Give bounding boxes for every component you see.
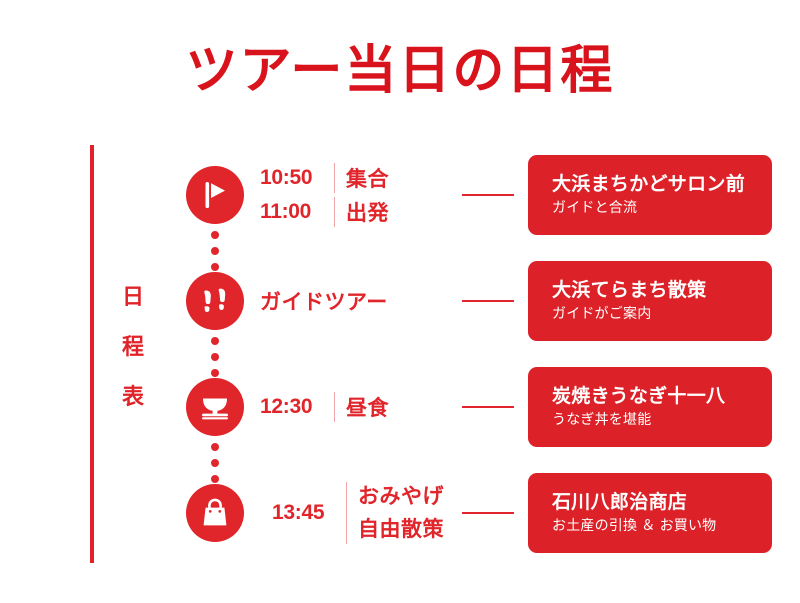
destination-card[interactable]: 大浜てらまち散策 ガイドがご案内 (528, 261, 772, 341)
card-title: 石川八郎治商店 (552, 491, 688, 513)
time-label-divider (334, 163, 335, 193)
dot (211, 475, 219, 483)
card-connector-line (462, 406, 514, 408)
footprints-icon (186, 272, 244, 330)
entry-label: 出発 (346, 202, 389, 225)
time-label-line: 10:50 集合 (260, 161, 456, 195)
entry-label: ガイドツアー (260, 291, 388, 314)
time-label-divider (334, 197, 335, 227)
entry-time: 12:30 (260, 395, 313, 418)
card-title: 炭焼きうなぎ十一八 (552, 385, 726, 407)
timeline-dots-connector (208, 432, 222, 494)
time-label-line: 12:30 昼食 (260, 390, 456, 424)
entry-time: 10:50 (260, 166, 313, 189)
entry-label: おみやげ (358, 485, 444, 508)
dot (211, 337, 219, 345)
timeline-row: 13:45 おみやげ 自由散策 石川八郎治商店 お土産の引換 ＆ お買い物 (186, 470, 772, 556)
time-label-group: 12:30 昼食 (260, 390, 456, 424)
entry-time: 13:45 (272, 501, 325, 524)
dot (211, 263, 219, 271)
card-subtitle: うなぎ丼を堪能 (552, 411, 652, 428)
timeline-dots-connector (208, 326, 222, 388)
time-label-line: ガイドツアー (260, 284, 456, 318)
card-connector-line (462, 512, 514, 514)
page-title: ツアー当日の日程 (185, 43, 615, 100)
timeline-row: ガイドツアー 大浜てらまち散策 ガイドがご案内 (186, 258, 772, 344)
time-label-group: 10:50 集合 11:00 出発 (260, 161, 456, 229)
card-connector-line (462, 194, 514, 196)
rail-label-char-3: 表 (121, 384, 144, 409)
card-subtitle: お土産の引換 ＆ お買い物 (552, 517, 717, 534)
flag-icon (186, 166, 244, 224)
card-connector-line (462, 300, 514, 302)
stacked-label-group: おみやげ 自由散策 (358, 480, 444, 546)
rice-bowl-icon (186, 378, 244, 436)
dot (211, 353, 219, 361)
card-title: 大浜てらまち散策 (552, 279, 707, 301)
entry-time: 11:00 (260, 200, 312, 223)
time-label-line: 11:00 出発 (260, 195, 456, 229)
time-label-divider (346, 482, 347, 544)
entry-label: 昼食 (346, 397, 389, 420)
entry-label: 集合 (346, 168, 389, 191)
timeline-dots-connector (208, 220, 222, 282)
destination-card[interactable]: 大浜まちかどサロン前 ガイドと合流 (528, 155, 772, 235)
timeline-row: 10:50 集合 11:00 出発 大浜まちかどサロン前 ガイドと合流 (186, 152, 772, 238)
timeline-row: 12:30 昼食 炭焼きうなぎ十一八 うなぎ丼を堪能 (186, 364, 772, 450)
dot (211, 459, 219, 467)
rail-label-char-2: 程 (121, 334, 144, 359)
time-label-group: ガイドツアー (260, 284, 456, 318)
card-title: 大浜まちかどサロン前 (552, 173, 746, 195)
entry-label: 自由散策 (358, 518, 444, 541)
destination-card[interactable]: 石川八郎治商店 お土産の引換 ＆ お買い物 (528, 473, 772, 553)
card-subtitle: ガイドがご案内 (552, 305, 652, 322)
timeline: 10:50 集合 11:00 出発 大浜まちかどサロン前 ガイドと合流 (186, 152, 772, 572)
time-label-divider (334, 392, 335, 422)
dot (211, 247, 219, 255)
rail-label-char-1: 日 (121, 284, 144, 309)
time-label-group: 13:45 おみやげ 自由散策 (260, 480, 456, 546)
card-subtitle: ガイドと合流 (552, 199, 638, 216)
left-vertical-rule (90, 145, 94, 563)
destination-card[interactable]: 炭焼きうなぎ十一八 うなぎ丼を堪能 (528, 367, 772, 447)
schedule-vertical-label: 日 程 表 (113, 272, 153, 422)
dot (211, 369, 219, 377)
dot (211, 443, 219, 451)
dot (211, 231, 219, 239)
shopping-bag-icon (186, 484, 244, 542)
